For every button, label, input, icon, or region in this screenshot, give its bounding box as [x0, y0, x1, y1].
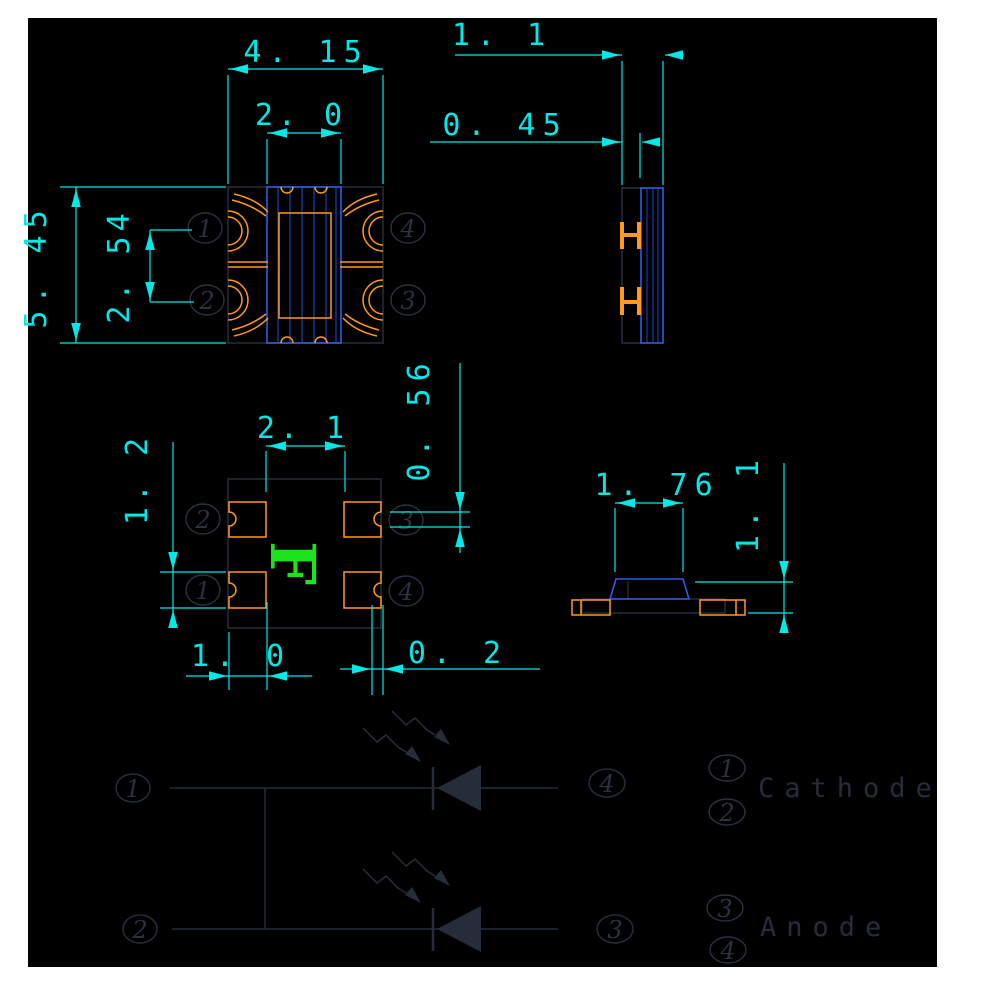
legend-pin1-number: 1 [719, 755, 734, 783]
sch-pin2-balloon [122, 914, 158, 944]
profile-view-dimensions: 1. 76 1. 1 [594, 453, 793, 633]
light-ray [362, 727, 407, 753]
sch-pin1-number: 1 [125, 775, 140, 803]
photodiode-bottom [362, 851, 481, 952]
diode-triangle [437, 765, 481, 811]
legend-pin2-balloon [708, 798, 746, 826]
side-body-outline [621, 187, 641, 344]
pad-pin3-balloon [388, 504, 424, 536]
dim-pad-width: 1. 0 [191, 639, 291, 674]
side-view: 1. 1 0. 45 [430, 18, 684, 344]
solder-pads [228, 501, 382, 609]
profile-view: 1. 76 1. 1 [571, 453, 793, 633]
schematic-pin-numbers: 1 2 4 3 [125, 770, 622, 944]
cathode-label: Cathode [758, 773, 942, 804]
side-substrate [640, 187, 664, 344]
photodiode-top [362, 710, 481, 811]
sch-pin3-number: 3 [607, 916, 622, 944]
legend-pin4-number: 4 [719, 937, 735, 965]
light-ray-arrowhead [434, 729, 450, 745]
pad-outline [227, 478, 382, 629]
side-leads [620, 222, 641, 315]
dim-body-thickness: 0. 45 [442, 108, 567, 143]
substrate-band [266, 186, 342, 344]
sch-pin3-balloon [596, 914, 634, 944]
legend-pin4-balloon [709, 936, 747, 964]
pin3-balloon [390, 284, 426, 316]
anode-label: Anode [760, 912, 891, 943]
pad-view-dimensions: 2. 1 1. 2 0. 56 1. 0 0. 2 [120, 356, 540, 695]
lead-frame-traces [227, 186, 384, 344]
top-view-dimensions: 4. 15 2. 0 5. 45 2. 54 [19, 35, 384, 344]
light-ray-arrowhead [434, 870, 450, 886]
profile-leads [571, 599, 746, 616]
pin4-number: 4 [399, 215, 415, 243]
dim-inner-width: 2. 0 [255, 98, 347, 133]
light-ray [362, 868, 407, 894]
pin3-number: 3 [400, 287, 415, 315]
schematic: 1 2 4 3 [115, 710, 634, 952]
dim-lens-width: 1. 76 [594, 468, 719, 503]
pin4-balloon [390, 212, 426, 244]
light-ray [391, 710, 436, 736]
pin1-balloon [187, 212, 223, 244]
dim-pin-pitch: 2. 54 [102, 208, 137, 323]
light-ray-arrowhead [405, 746, 421, 762]
sch-pin1-balloon [115, 773, 151, 803]
pad-pin4-number: 4 [397, 578, 413, 606]
dim-total-thickness: 1. 1 [452, 18, 552, 53]
legend-pin2-number: 2 [718, 799, 734, 827]
side-substrate-ribs [646, 189, 659, 342]
dim-overall-height: 5. 45 [19, 203, 54, 328]
pad-pin2-balloon [185, 503, 221, 535]
pad-3 [343, 501, 382, 538]
dim-edge-gap: 0. 2 [408, 636, 508, 671]
top-view: 1 2 4 3 4. 15 2. 0 5. 45 [19, 35, 426, 344]
pad-pin3-number: 3 [398, 507, 413, 535]
pad-view: F 2 1 3 4 2. 1 1. 2 0. 56 [120, 356, 540, 695]
legend-pin1-balloon [708, 754, 746, 782]
sch-pin2-number: 2 [131, 916, 147, 944]
legend-pin3-number: 3 [717, 895, 732, 923]
side-view-dimensions: 1. 1 0. 45 [430, 18, 684, 185]
dim-overall-width: 4. 15 [243, 35, 368, 70]
drawing-canvas [28, 18, 937, 967]
pin2-number: 2 [198, 287, 214, 315]
diode-triangle [437, 906, 481, 952]
sch-pin4-number: 4 [598, 770, 614, 798]
pin1-number: 1 [197, 215, 212, 243]
polarity-legend: 1 2 Cathode 3 4 Anode [706, 754, 942, 965]
pad-pin4-balloon [388, 575, 424, 607]
pad-4 [343, 571, 382, 609]
pad-2 [228, 501, 267, 538]
pad-1 [228, 571, 267, 609]
dim-notch: 0. 56 [402, 356, 437, 481]
dim-pad-height: 1. 2 [120, 433, 155, 525]
light-ray-arrowhead [405, 887, 421, 903]
dim-total-height: 1. 1 [731, 453, 766, 553]
light-ray [391, 851, 436, 877]
pad-pin2-number: 2 [194, 506, 210, 534]
legend-pin3-balloon [706, 894, 744, 922]
sch-pin4-balloon [588, 768, 626, 798]
pad-pin1-number: 1 [195, 577, 210, 605]
profile-lens [608, 578, 691, 600]
polarity-mark: F [256, 541, 329, 585]
pad-pin1-balloon [185, 574, 221, 606]
pin2-balloon [189, 284, 225, 316]
dim-pad-span: 2. 1 [257, 411, 349, 446]
